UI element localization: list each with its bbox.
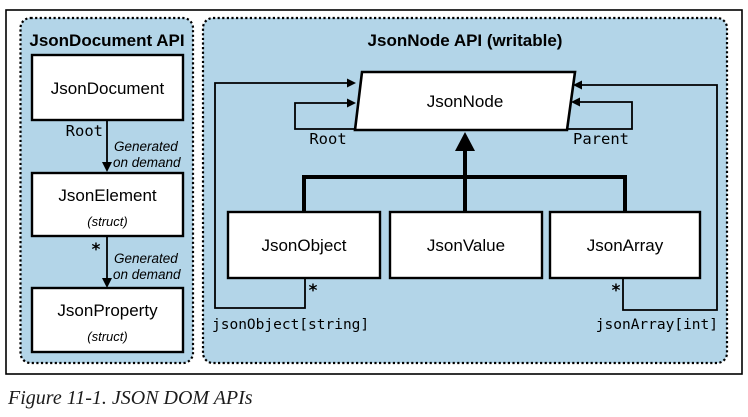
jsonarray-node: [548, 210, 702, 280]
array-indexer-label: jsonArray[int]: [596, 317, 718, 333]
jsonelement-label: JsonElement: [58, 186, 157, 205]
jsonnode-label: JsonNode: [427, 92, 504, 111]
jsonvalue-label: JsonValue: [427, 236, 505, 255]
generated-note-bottom-line1: Generated: [114, 251, 178, 266]
jsonelement-node: [30, 171, 185, 238]
object-indexer-label: jsonObject[string]: [212, 317, 369, 333]
jsonarray-label: JsonArray: [587, 236, 664, 255]
jsonvalue-node: [388, 210, 544, 280]
jsonproperty-node: [30, 286, 185, 354]
generated-note-bottom-line2: on demand: [113, 267, 181, 282]
generated-note-top-line1: Generated: [114, 139, 178, 154]
jsondocument-node: [30, 53, 185, 122]
parent-self-loop: [566, 101, 633, 130]
jsonproperty-label: JsonProperty: [57, 301, 158, 320]
root-self-loop-arrowhead: [347, 98, 356, 108]
element-multiplicity-star: *: [91, 240, 101, 260]
root-self-loop: [294, 102, 357, 130]
edge-element-property-arrowhead: [102, 278, 112, 288]
array-indexer-loop: [582, 84, 718, 311]
jsonnode-node: [353, 70, 577, 132]
jsonobject-node: [226, 210, 382, 280]
jsondocument-label: JsonDocument: [51, 79, 165, 98]
jsonobject-label: JsonObject: [261, 236, 346, 255]
root-loop-label: Root: [309, 130, 346, 148]
object-multiplicity-star: *: [308, 281, 318, 301]
inheritance-arrowhead: [455, 132, 475, 151]
parent-self-loop-arrowhead: [571, 97, 580, 107]
jsonelement-type: (struct): [87, 214, 127, 229]
object-indexer-loop: [214, 82, 348, 309]
left-panel-title: JsonDocument API: [29, 31, 184, 50]
figure-caption: Figure 11-1. JSON DOM APIs: [7, 387, 253, 409]
parent-loop-label: Parent: [573, 130, 629, 148]
array-multiplicity-star: *: [611, 281, 621, 301]
generated-note-top-line2: on demand: [113, 155, 181, 170]
edge-document-element-arrowhead: [102, 162, 112, 172]
right-panel-title: JsonNode API (writable): [368, 31, 563, 50]
object-indexer-loop-arrowhead: [347, 78, 356, 88]
root-edge-label: Root: [66, 122, 103, 140]
array-indexer-loop-arrowhead: [573, 80, 582, 90]
jsonproperty-type: (struct): [87, 329, 127, 344]
